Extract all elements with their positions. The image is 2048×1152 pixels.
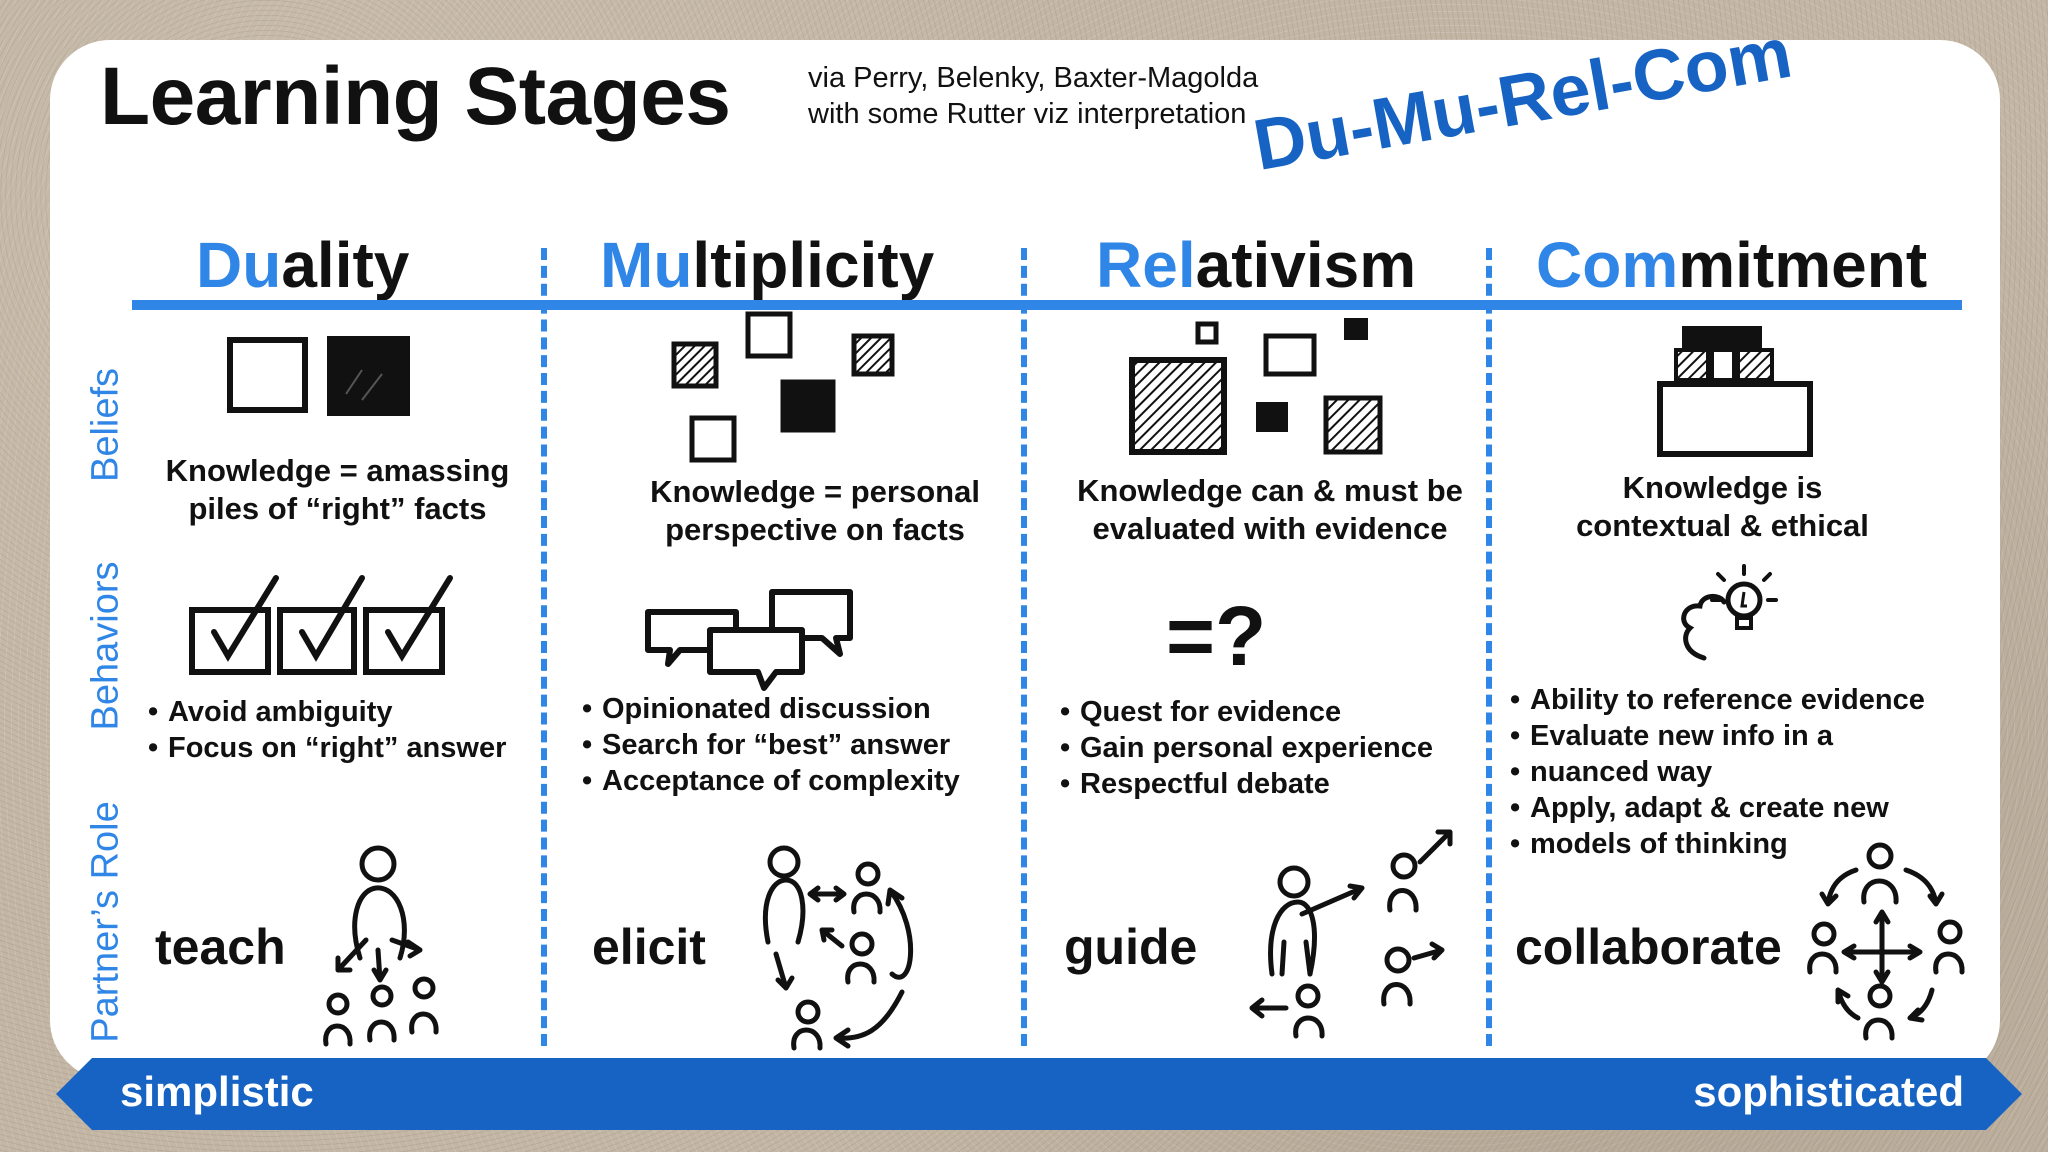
column-heading-commitment: Commitment (1536, 228, 1927, 302)
row-label-behaviors: Behaviors (84, 561, 127, 731)
equals-question-icon: =? (1166, 589, 1267, 683)
page-title: Learning Stages (100, 51, 731, 142)
stacked-platform-icon (1657, 326, 1813, 457)
behavior-item: Ability to reference evidence (1510, 682, 1925, 718)
belief-text-relativism: Knowledge can & must be evaluated with e… (1060, 472, 1480, 548)
column-divider (1486, 248, 1492, 1046)
behavior-item: Evaluate new info in a (1510, 718, 1925, 754)
behavior-item: Acceptance of complexity (582, 763, 960, 799)
belief-line: Knowledge can & must be (1077, 473, 1463, 508)
heading-rest: ality (281, 229, 410, 301)
behavior-list-relativism: Quest for evidence Gain personal experie… (1060, 694, 1433, 802)
behavior-list-commitment: Ability to reference evidence Evaluate n… (1510, 682, 1925, 862)
row-label-beliefs: Beliefs (84, 367, 127, 483)
speech-bubbles-icon (645, 589, 853, 691)
heading-rest: mitment (1678, 229, 1928, 301)
network-collaboration-icon (1807, 842, 1965, 1041)
column-divider (541, 248, 547, 1046)
checkboxes-icon (189, 575, 453, 675)
heading-highlight: Com (1536, 229, 1679, 301)
scale-label-left: simplistic (120, 1068, 314, 1115)
behavior-item: Opinionated discussion (582, 691, 960, 727)
behavior-item: models of thinking (1510, 826, 1925, 862)
scale-label-right: sophisticated (1693, 1068, 1964, 1115)
header-rule (132, 300, 1962, 310)
heading-highlight: Du (196, 229, 282, 301)
behavior-list-multiplicity: Opinionated discussion Search for “best”… (582, 691, 960, 799)
role-collaborate: collaborate (1515, 919, 1782, 975)
scale-arrow (56, 1058, 2022, 1130)
role-elicit: elicit (592, 919, 706, 975)
heading-rest: ativism (1195, 229, 1417, 301)
belief-line: piles of “right” facts (188, 491, 487, 526)
column-heading-relativism: Relativism (1096, 228, 1416, 302)
behavior-item: Respectful debate (1060, 766, 1433, 802)
source-line-2: with some Rutter viz interpretation (808, 98, 1247, 130)
belief-line: Knowledge = personal (650, 474, 980, 509)
source-credit: via Perry, Belenky, Baxter-Magolda with … (808, 60, 1258, 132)
belief-line: evaluated with evidence (1092, 511, 1448, 546)
behavior-item: Search for “best” answer (582, 727, 960, 763)
guide-pointing-icon (1249, 829, 1453, 1039)
circular-exchange-icon (762, 845, 913, 1051)
belief-line: Knowledge is (1622, 470, 1823, 505)
belief-text-multiplicity: Knowledge = personal perspective on fact… (600, 473, 1030, 549)
heading-highlight: Rel (1096, 229, 1196, 301)
belief-line: Knowledge = amassing (165, 453, 510, 488)
role-teach: teach (155, 919, 286, 975)
lightbulb-head-icon (1681, 564, 1778, 661)
teacher-to-group-icon (323, 845, 439, 1047)
column-heading-multiplicity: Multiplicity (600, 228, 934, 302)
role-guide: guide (1064, 919, 1198, 975)
belief-line: perspective on facts (665, 512, 965, 547)
varied-squares-icon (1129, 318, 1383, 455)
column-heading-duality: Duality (196, 228, 409, 302)
column-divider (1021, 248, 1027, 1046)
source-line-1: via Perry, Belenky, Baxter-Magolda (808, 62, 1259, 94)
behavior-list-duality: Avoid ambiguity Focus on “right” answer (148, 694, 506, 766)
behavior-item: Quest for evidence (1060, 694, 1433, 730)
row-label-partners-role: Partner’s Role (84, 801, 127, 1043)
behavior-item: Focus on “right” answer (148, 730, 506, 766)
behavior-item: Avoid ambiguity (148, 694, 506, 730)
belief-text-duality: Knowledge = amassing piles of “right” fa… (140, 452, 535, 528)
belief-text-commitment: Knowledge is contextual & ethical (1530, 469, 1915, 545)
belief-line: contextual & ethical (1576, 508, 1869, 543)
heading-rest: ltiplicity (692, 229, 935, 301)
behavior-item: nuanced way (1510, 754, 1925, 790)
black-and-white-squares-icon (227, 336, 410, 416)
behavior-item: Gain personal experience (1060, 730, 1433, 766)
scattered-squares-icon (671, 311, 895, 463)
behavior-item: Apply, adapt & create new (1510, 790, 1925, 826)
heading-highlight: Mu (600, 229, 693, 301)
